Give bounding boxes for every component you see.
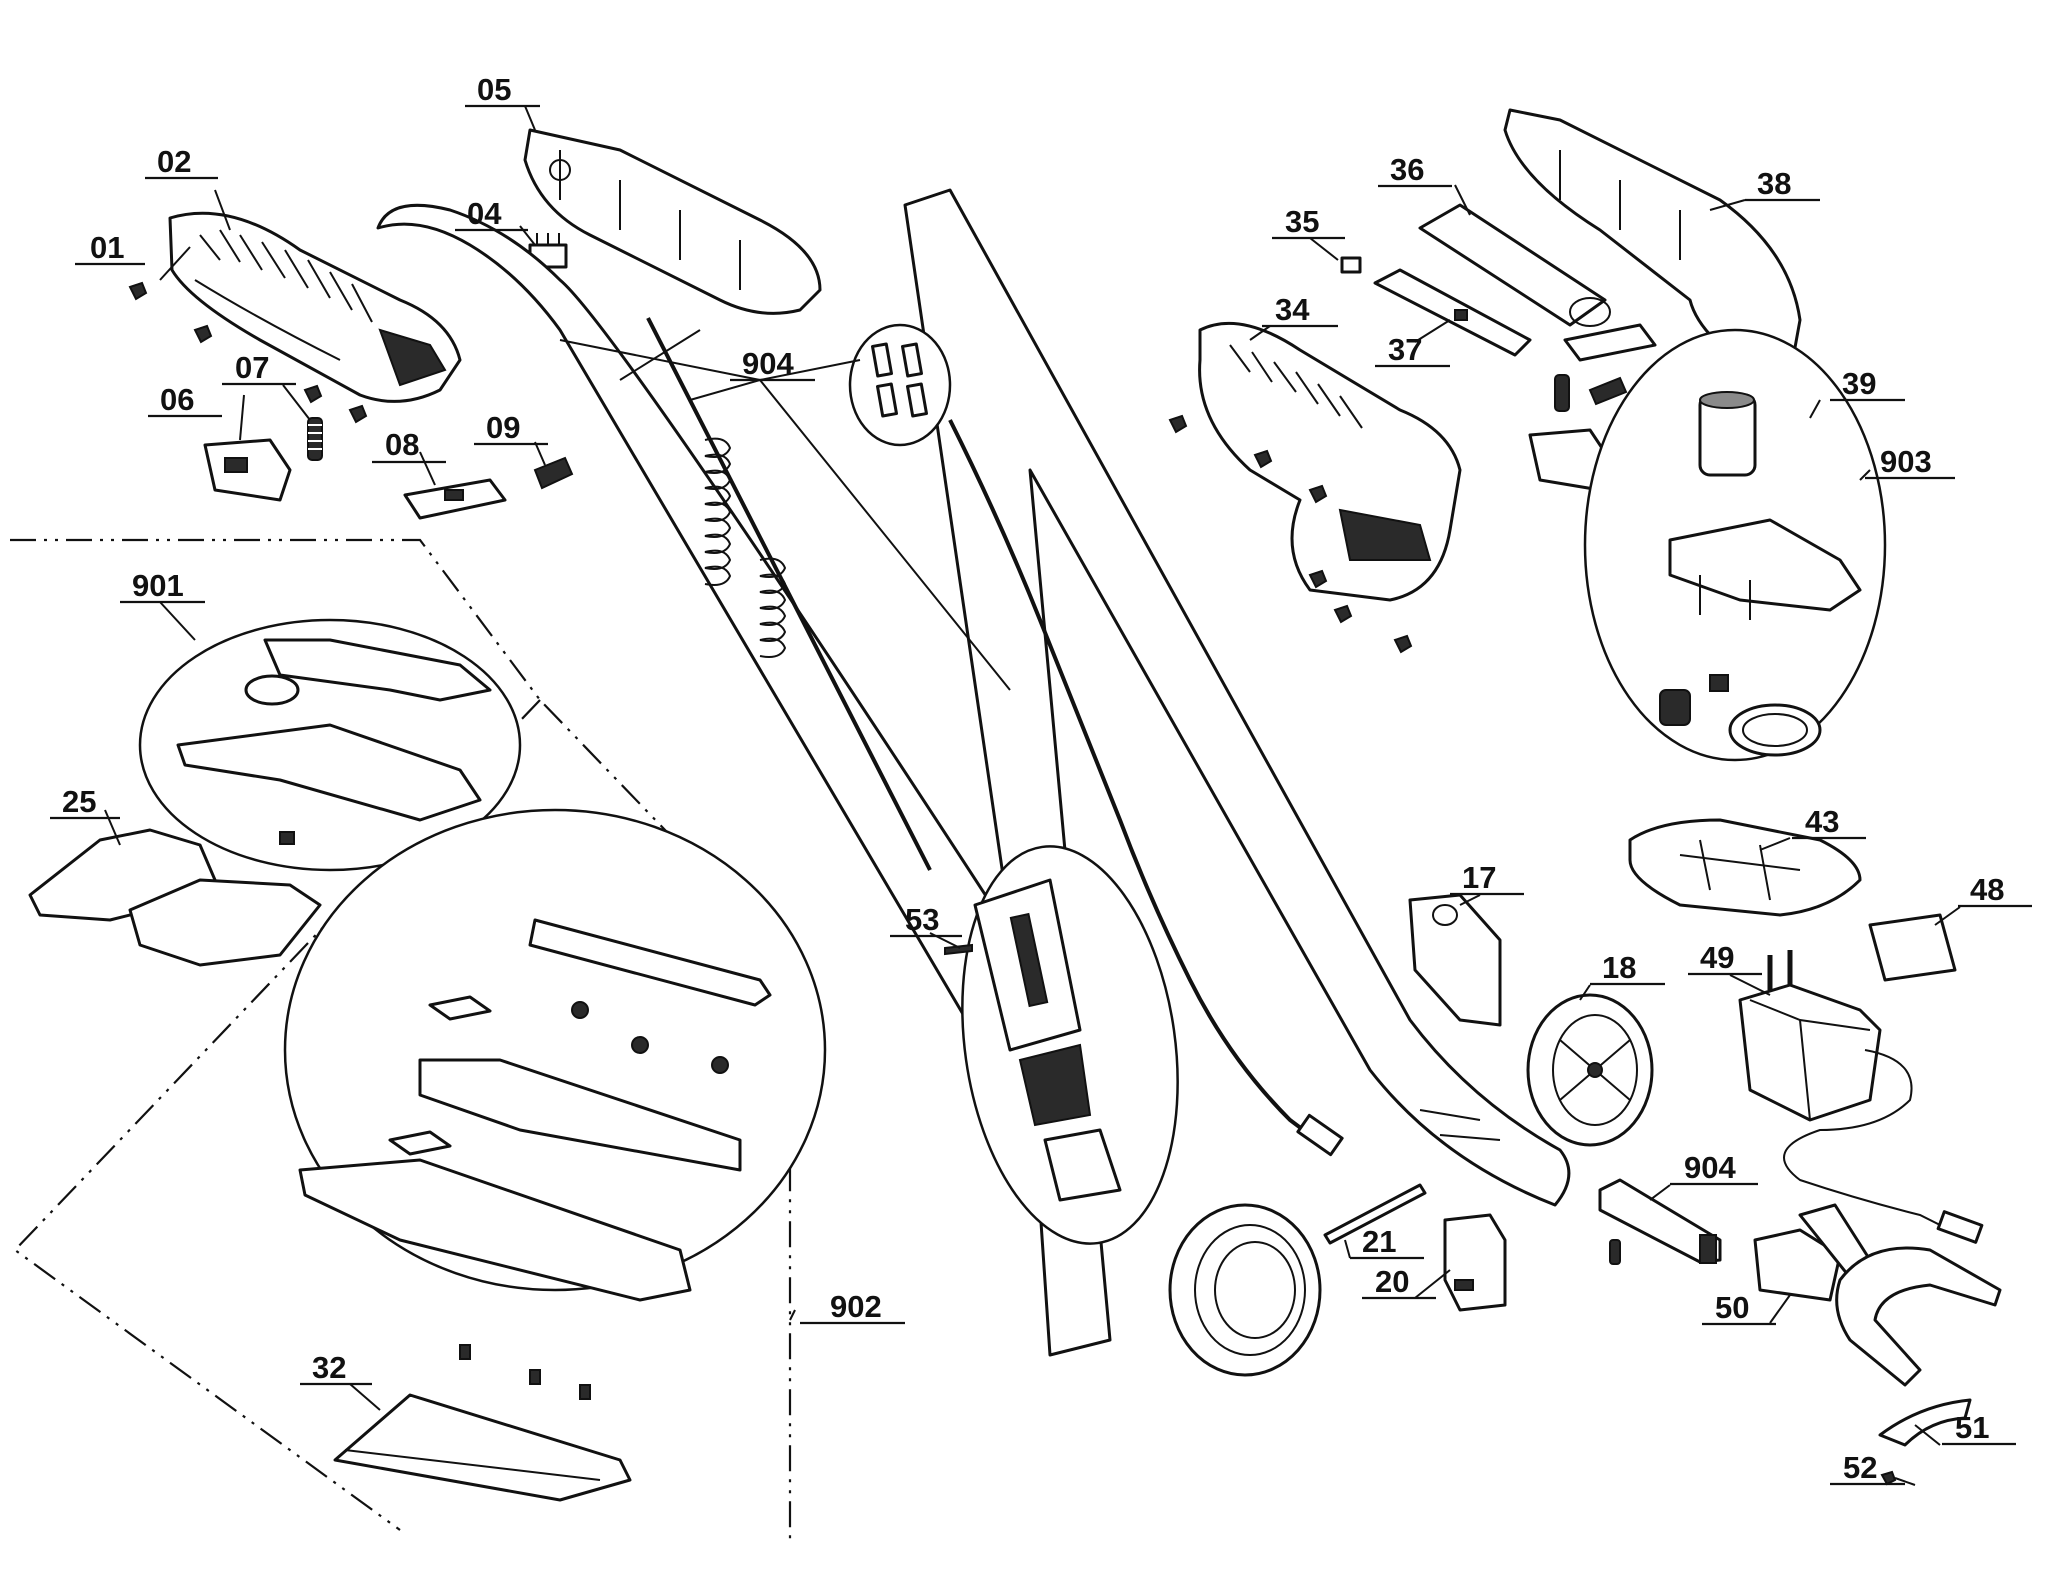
part-label-20: 20: [1375, 1264, 1409, 1299]
battery-pack-drawing: [1418, 203, 1611, 327]
power-cable-drawing: [948, 419, 1344, 1157]
part-label-43: 43: [1805, 804, 1839, 839]
grip-end-drawing: [1753, 1203, 2002, 1387]
leader-lines: [104, 105, 1961, 1486]
spring-drawing-2: [533, 456, 574, 490]
hedge-trimmer-blade-detail: [283, 808, 827, 1400]
label-sheet-drawing: [1868, 913, 1957, 982]
part-label-901: 901: [132, 568, 184, 603]
part-label-09: 09: [486, 410, 520, 445]
clip-drawing: [1878, 1398, 1972, 1447]
handle-half-right-drawing: [1198, 321, 1462, 602]
blade-guard-drawing: [333, 1393, 632, 1502]
pin-drawing: [944, 943, 973, 956]
part-label-36: 36: [1390, 152, 1424, 187]
part-label-49: 49: [1700, 940, 1734, 975]
part-label-08: 08: [385, 427, 419, 462]
spiral-cable-drawing: [646, 317, 932, 871]
part-label-21: 21: [1362, 1224, 1396, 1259]
handle-half-left-drawing: [168, 211, 462, 403]
part-label-38: 38: [1757, 166, 1791, 201]
switch-assembly-drawing: [1598, 1178, 1722, 1265]
spring-drawing: [307, 417, 323, 461]
part-label-35: 35: [1285, 204, 1319, 239]
part-label-904-lower: 904: [1684, 1150, 1736, 1185]
section-boundary-line: [10, 538, 792, 1540]
part-label-51: 51: [1955, 1410, 1989, 1445]
part-label-48: 48: [1970, 872, 2004, 907]
cover-drawing: [1443, 1213, 1507, 1312]
part-label-903: 903: [1880, 444, 1932, 479]
battery-holder-drawing: [1373, 268, 1532, 357]
screw-drawing: [1880, 1470, 1897, 1486]
part-label-18: 18: [1602, 950, 1636, 985]
base-plate-drawing: [1628, 818, 1862, 917]
part-label-06: 06: [160, 382, 194, 417]
part-label-902: 902: [830, 1289, 882, 1324]
handle-grip-detail: [961, 845, 1179, 1245]
switch-cover-drawing: [203, 438, 292, 502]
wheel-drawing: [1526, 993, 1654, 1147]
axle-drawing: [1323, 1183, 1427, 1245]
part-label-53: 53: [905, 902, 939, 937]
handle-half-top-drawing: [523, 128, 822, 315]
part-label-52: 52: [1843, 1450, 1877, 1485]
charger-drawing: [1738, 950, 1984, 1244]
part-label-39: 39: [1842, 366, 1876, 401]
part-label-05: 05: [477, 72, 511, 107]
part-label-17: 17: [1462, 860, 1496, 895]
part-label-34: 34: [1275, 292, 1310, 327]
part-label-25: 25: [62, 784, 96, 819]
small-part-drawing: [1340, 256, 1362, 274]
part-label-02: 02: [157, 144, 191, 179]
shear-cover-drawing: [28, 828, 322, 967]
switch-slide-drawing: [403, 478, 507, 520]
roller-wheel-drawing: [1168, 1203, 1322, 1377]
part-label-37: 37: [1388, 332, 1422, 367]
part-label-04: 04: [467, 196, 502, 231]
part-label-32: 32: [312, 1350, 346, 1385]
part-label-07: 07: [235, 350, 269, 385]
screw-icons-left: [128, 281, 368, 424]
bracket-drawing: [1408, 893, 1502, 1027]
screw-icons-right: [1168, 414, 1413, 654]
part-label-904-upper: 904: [742, 346, 794, 381]
switch-slide-drawing-2: [1563, 323, 1657, 362]
connector-pins-detail: [848, 323, 952, 447]
spring-drawing-3: [1554, 374, 1570, 412]
part-label-50: 50: [1715, 1290, 1749, 1325]
part-labels: 01 02 04 05 06 07 08 09 901 904 25 53 90…: [50, 72, 2032, 1486]
motor-gear-detail: [1583, 328, 1887, 762]
telescopic-tube-left-drawing: [376, 203, 1062, 1062]
grass-shear-blade-detail: [138, 618, 522, 872]
spring-drawing-4: [1588, 376, 1628, 406]
part-label-01: 01: [90, 230, 124, 265]
